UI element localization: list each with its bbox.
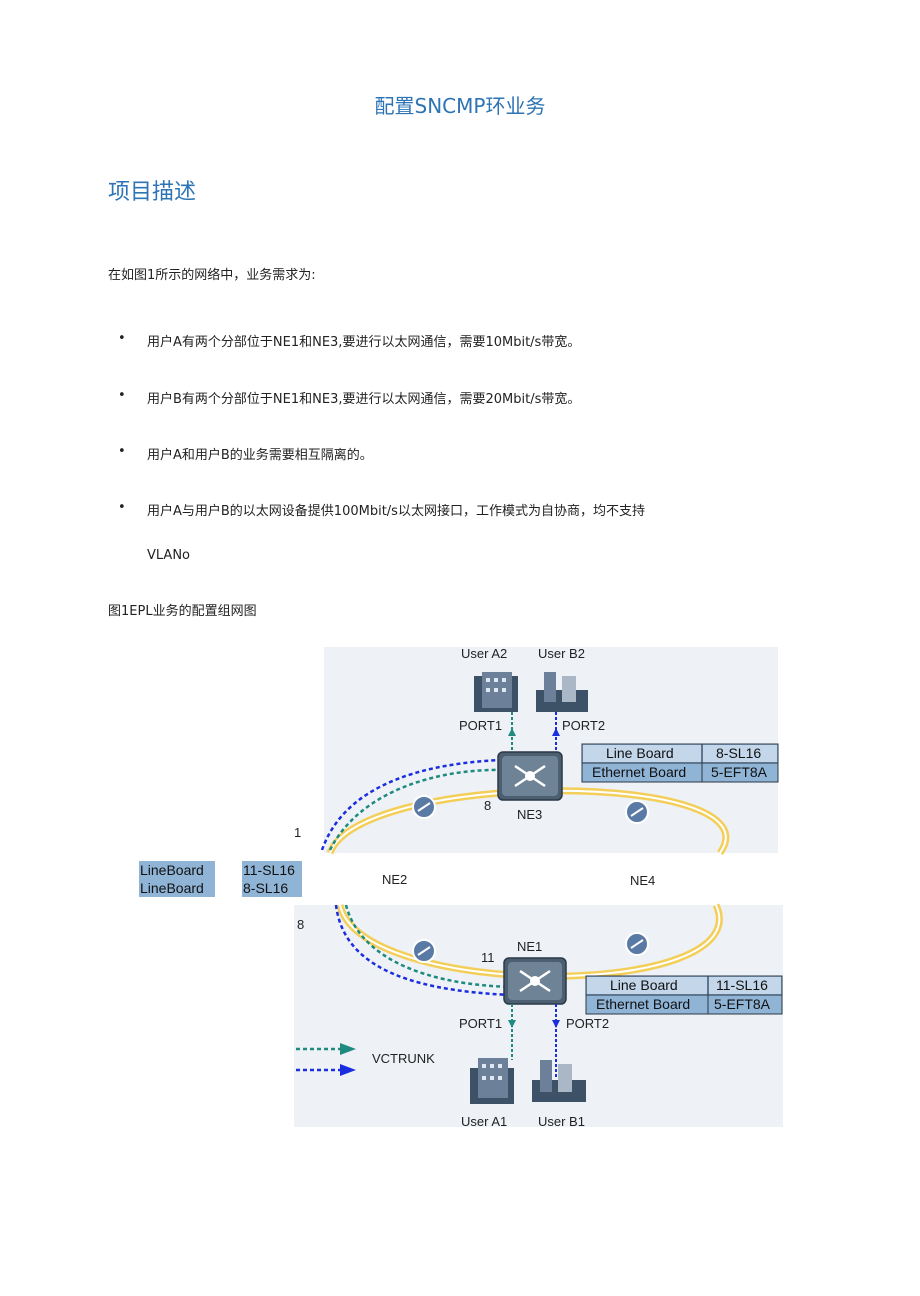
bullet-item: 用户A与用户B的以太网设备提供100Mbit/s以太网接口，工作模式为自协商，均… xyxy=(147,504,645,519)
ne2-table-cell: LineBoard xyxy=(140,862,204,878)
ne3-table-cell: 5-EFT8A xyxy=(711,764,768,780)
arrow-down-icon xyxy=(552,1020,560,1028)
arrow-up-icon xyxy=(508,728,516,736)
ne2-slot-lower-label: 8 xyxy=(297,917,304,932)
vctrunk-b-upper xyxy=(320,758,557,851)
ne3-port2-label: PORT2 xyxy=(562,718,605,733)
ne1-table-cell: 5-EFT8A xyxy=(714,996,771,1012)
ne1-board-table: Line Board 11-SL16 Ethernet Board 5-EFT8… xyxy=(585,975,783,1015)
ne3-table-cell: Line Board xyxy=(606,745,674,761)
ne1-port1-label: PORT1 xyxy=(459,1016,502,1031)
ne3-port1-label: PORT1 xyxy=(459,718,502,733)
vctrunk-a-lower xyxy=(344,904,513,989)
user-b2-label: User B2 xyxy=(538,646,585,661)
bullet-symbol: • xyxy=(118,500,126,515)
ring-node-icon xyxy=(412,795,436,819)
intro-paragraph: 在如图1所示的网络中，业务需求为: xyxy=(108,268,316,283)
ne3-table-cell: Ethernet Board xyxy=(592,764,686,780)
vctrunk-b-lower xyxy=(334,904,557,998)
ne3-slot-label: 8 xyxy=(484,798,491,813)
ne2-table-cell: LineBoard xyxy=(140,880,204,896)
ne4-label: NE4 xyxy=(630,873,655,888)
building-icon xyxy=(474,672,518,712)
ne2-slot-upper-label: 1 xyxy=(294,825,301,840)
ne3-label: NE3 xyxy=(517,807,542,822)
ring-node-icon xyxy=(412,939,436,963)
ne3-board-table: Line Board 8-SL16 Ethernet Board 5-EFT8A xyxy=(581,743,779,783)
legend: VCTRUNK xyxy=(296,1043,435,1076)
bullet-item: 用户A有两个分部位于NE1和NE3,要进行以太网通信，需要10Mbit/s带宽。 xyxy=(147,335,581,350)
page-title: 配置SNCMP环业务 xyxy=(374,94,546,118)
server-icon xyxy=(536,672,588,712)
arrow-down-icon xyxy=(508,1020,516,1028)
ne2-label: NE2 xyxy=(382,872,407,887)
diagram-panel-lower xyxy=(294,905,783,1127)
section-heading: 项目描述 xyxy=(108,180,197,205)
ne2-table-cell: 8-SL16 xyxy=(243,880,288,896)
arrow-up-icon xyxy=(552,728,560,736)
diagram-panel-upper xyxy=(324,647,778,853)
ring-upper-inner xyxy=(329,789,727,854)
ne1-device-icon xyxy=(503,957,567,1005)
ring-lower-inner xyxy=(339,904,721,978)
bullet-continuation: VLANo xyxy=(147,548,191,563)
server-icon xyxy=(532,1060,586,1102)
user-a1-label: User A1 xyxy=(461,1114,507,1129)
bullet-item: 用户B有两个分部位于NE1和NE3,要进行以太网通信，需要20Mbit/s带宽。 xyxy=(147,392,581,407)
ne1-table-cell: 11-SL16 xyxy=(716,977,768,993)
figure-caption: 图1EPL业务的配置组网图 xyxy=(108,604,257,619)
ne1-table-cell: Ethernet Board xyxy=(596,996,690,1012)
ring-node-icon xyxy=(625,932,649,956)
vctrunk-a-upper xyxy=(328,768,507,851)
ne1-slot-label: 11 xyxy=(481,950,495,965)
bullet-symbol: • xyxy=(118,388,126,403)
building-icon xyxy=(470,1058,514,1104)
ring-node-icon xyxy=(625,800,649,824)
bullet-symbol: • xyxy=(118,444,126,459)
ne3-table-cell: 8-SL16 xyxy=(716,745,761,761)
ring-lower-outer xyxy=(336,903,723,980)
legend-label: VCTRUNK xyxy=(372,1051,435,1066)
user-a2-label: User A2 xyxy=(461,646,507,661)
ne2-table-cell: 11-SL16 xyxy=(243,862,295,878)
user-b1-label: User B1 xyxy=(538,1114,585,1129)
ne1-label: NE1 xyxy=(517,939,542,954)
ring-upper-outer xyxy=(326,787,730,856)
ne1-port2-label: PORT2 xyxy=(566,1016,609,1031)
ne2-board-table: LineBoard 11-SL16 LineBoard 8-SL16 xyxy=(139,861,302,897)
ne3-device-icon xyxy=(497,751,563,801)
arrow-right-icon xyxy=(340,1043,356,1055)
bullet-symbol: • xyxy=(118,331,126,346)
bullet-item: 用户A和用户B的业务需要相互隔离的。 xyxy=(147,448,373,463)
arrow-right-icon xyxy=(340,1064,356,1076)
ne1-table-cell: Line Board xyxy=(610,977,678,993)
